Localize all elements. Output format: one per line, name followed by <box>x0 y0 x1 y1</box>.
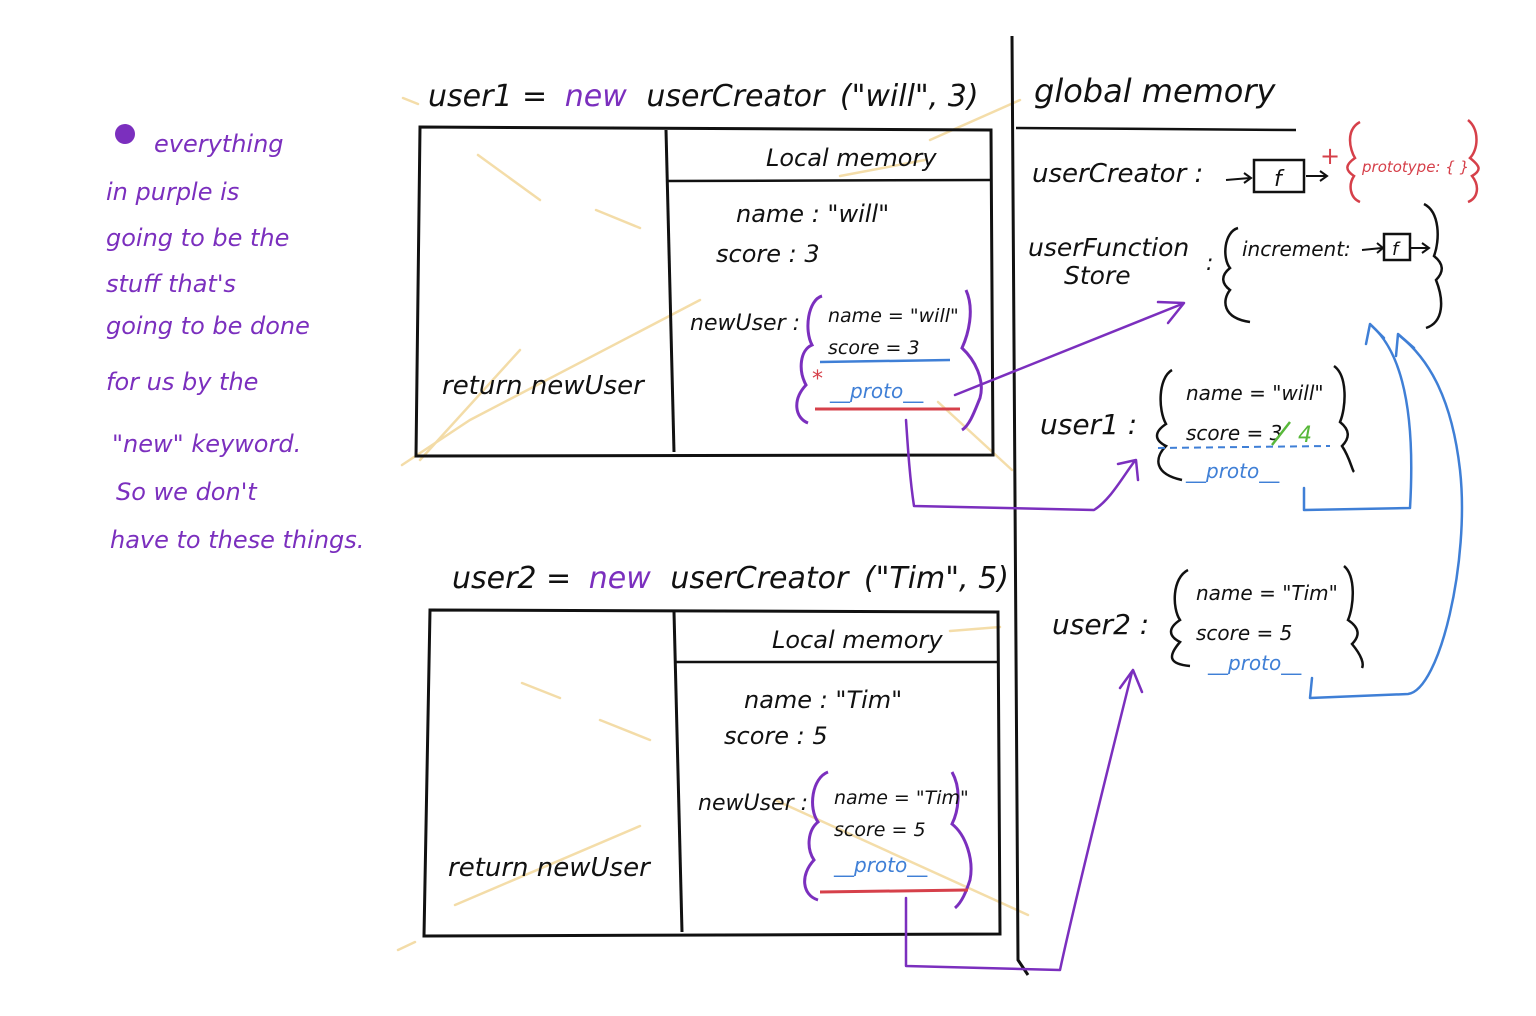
user2-proto-field: __proto__ <box>1207 651 1302 675</box>
local-name-row: name : "Tim" <box>744 686 902 714</box>
arrows <box>904 300 1464 972</box>
newuser-name-field: name = "will" <box>828 305 959 327</box>
increment-method: increment: <box>1242 237 1351 261</box>
user2-proto-arrow <box>1308 334 1464 700</box>
newuser-proto-field: __proto__ <box>833 853 928 877</box>
local-memory-title: Local memory <box>766 144 937 172</box>
increment-function-box: f <box>1392 239 1401 260</box>
call1-heading: user1 = new userCreator ("will", 3) <box>428 79 979 114</box>
arrow-right-icon <box>1225 172 1253 184</box>
plus-sign: + <box>1320 142 1340 170</box>
note-line: for us by the <box>106 368 258 396</box>
return-link-arrow-1 <box>904 418 1136 512</box>
arrowhead-icon <box>1394 332 1416 358</box>
user2-label: user2 : <box>1052 608 1149 641</box>
call1-lhs: user1 = <box>428 79 547 114</box>
proto-link-arrow <box>953 302 1184 397</box>
local-score-row: score : 3 <box>716 240 820 268</box>
newuser-score-field: score = 3 <box>828 337 920 359</box>
call1-args: ("will", 3) <box>840 79 979 114</box>
execution-context-2: Local memory name : "Tim" score : 5 newU… <box>422 608 1002 938</box>
arrow-right-icon <box>1410 242 1431 254</box>
local-memory-title: Local memory <box>772 626 943 654</box>
call1-function-name: userCreator <box>646 79 826 114</box>
store-colon: : <box>1206 251 1213 276</box>
svg-text:user2 = new userCr: user2 = new userCreator ("Tim", 5) <box>452 561 1009 596</box>
note-line: stuff that's <box>106 270 236 298</box>
arrowhead-icon <box>1118 668 1144 694</box>
call2-lhs: user2 = <box>452 561 571 596</box>
call1-new-keyword: new <box>565 79 627 114</box>
arrowhead-icon <box>1156 300 1186 325</box>
highlighter-marks <box>396 96 1030 952</box>
newuser-label: newUser : <box>698 791 808 816</box>
svg-text:user1 = new userCr: user1 = new userCreator ("will", 3) <box>428 79 979 114</box>
call2-args: ("Tim", 5) <box>864 561 1009 596</box>
return-statement: return newUser <box>448 853 652 883</box>
arrowhead-icon <box>1116 458 1140 482</box>
userfunctionstore-label-line1: userFunction <box>1028 233 1189 262</box>
user1-proto-arrow <box>1302 324 1413 512</box>
arrow-right-icon <box>1361 242 1385 254</box>
note-line: "new" keyword. <box>112 430 301 458</box>
purple-note: everything in purple is going to be the … <box>106 124 364 554</box>
purple-bullet-icon <box>115 124 135 144</box>
return-statement: return newUser <box>442 371 646 401</box>
userfunctionstore-label-line2: Store <box>1064 261 1131 290</box>
user1-score-updated: 4 <box>1298 423 1312 448</box>
newuser-score-field: score = 5 <box>834 819 926 841</box>
note-line: going to be done <box>106 312 310 340</box>
user2-score-field: score = 5 <box>1196 621 1292 645</box>
note-line: So we don't <box>116 478 258 506</box>
newuser-name-field: name = "Tim" <box>834 787 969 809</box>
newuser-label: newUser : <box>690 311 800 336</box>
note-line: in purple is <box>106 178 239 206</box>
user1-name-field: name = "will" <box>1186 381 1324 405</box>
local-name-row: name : "will" <box>736 200 889 228</box>
prototype-object: prototype: { } <box>1361 158 1469 176</box>
function-box-label: f <box>1274 167 1285 192</box>
global-memory-title: global memory <box>1034 72 1277 110</box>
newuser-proto-field: __proto__ <box>829 379 924 403</box>
return-link-arrow-2 <box>904 670 1134 972</box>
note-line: have to these things. <box>110 526 364 554</box>
call2-new-keyword: new <box>589 561 651 596</box>
arrowhead-icon <box>1364 322 1386 346</box>
note-line: going to be the <box>106 224 289 252</box>
note-line: everything <box>154 130 284 158</box>
user1-proto-field: __proto__ <box>1185 459 1280 483</box>
global-memory-panel: global memory userCreator : f + prototyp… <box>1010 35 1480 976</box>
user2-name-field: name = "Tim" <box>1196 581 1338 605</box>
execution-context-1: Local memory name : "will" score : 3 new… <box>414 125 995 458</box>
user1-label: user1 : <box>1040 408 1137 441</box>
call2-function-name: userCreator <box>670 561 850 596</box>
local-score-row: score : 5 <box>724 722 828 750</box>
call2-heading: user2 = new userCreator ("Tim", 5) <box>452 561 1009 596</box>
user1-score-field: score = 3 <box>1186 421 1282 445</box>
usercreator-label: userCreator : <box>1032 159 1203 189</box>
arrow-right-icon <box>1306 170 1329 182</box>
asterisk-mark: * <box>812 367 823 392</box>
